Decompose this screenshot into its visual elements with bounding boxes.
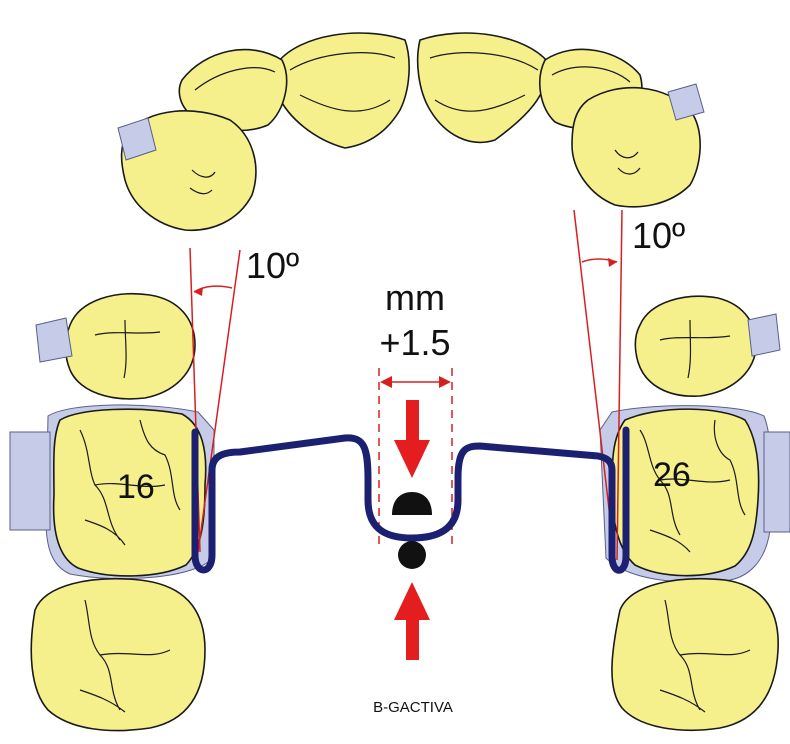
band-premolar-left [36,318,72,362]
guide-left-angled [198,250,240,552]
arrow-up [394,582,430,660]
angle-arc-left-head [194,287,203,296]
tooth-premolar-right [635,296,756,396]
band-premolar-right [748,314,780,356]
left-posterior [10,294,214,731]
unit-label: mm [385,277,445,318]
tooth-lower-molar-right [612,579,778,730]
upper-arch [122,33,701,230]
tooth-upper-incisor-left [278,33,409,148]
half-circle-marker [392,492,432,515]
buccal-tube-16 [10,432,50,530]
caption: B-GACTIVA [373,699,453,716]
force-indicators [392,400,432,660]
tooth-upper-incisor-right [418,33,548,142]
circle-marker [398,541,426,569]
buccal-tube-26 [764,432,790,532]
angle-label-left: 10º [246,245,299,286]
angle-label-right: 10º [632,215,685,256]
arrow-down [394,400,430,478]
offset-label: +1.5 [379,322,450,363]
angle-arc-right-head [608,258,617,267]
tooth-label-16: 16 [117,468,155,506]
measure-arrow-right [439,376,451,388]
tooth-label-26: 26 [653,456,691,494]
tooth-premolar-left [66,294,196,399]
measure-arrow-left [380,376,392,388]
